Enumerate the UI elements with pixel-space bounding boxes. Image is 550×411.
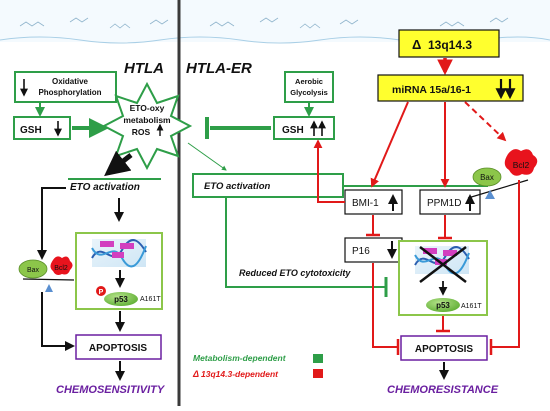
star-label-1: ETO-oxy	[130, 103, 165, 113]
reduced-cytotoxicity-label: Reduced ETO cytotoxicity	[239, 268, 351, 278]
bcl2-left-label: Bcl2	[54, 265, 68, 272]
p53-protein-icon	[426, 298, 460, 312]
legend: Metabolism-dependent Δ 13q14.3-dependent	[192, 353, 323, 379]
reduced-cytotoxicity-line	[225, 197, 385, 288]
p16-box: P16	[344, 237, 403, 263]
eto-to-bax-arrow	[37, 187, 66, 260]
mirna-label: miRNA 15a/16-1	[392, 84, 471, 96]
eto-metabolism-star: ETO-oxy metabolism ROS	[101, 81, 193, 171]
title-htla-er: HTLA-ER	[186, 60, 252, 77]
outcome-chemoresistance: CHEMORESISTANCE	[387, 384, 499, 396]
bax-right-label: Bax	[480, 173, 494, 182]
apoptosis-left-label: APOPTOSIS	[89, 343, 147, 354]
membrane-decoration	[0, 0, 550, 44]
p53-right-label: p53	[436, 301, 450, 310]
legend-metabolism-swatch	[313, 354, 323, 363]
gsh-left-box: GSH	[13, 116, 71, 140]
oxphos-label-2: Phosphorylation	[38, 88, 101, 97]
aerobic-label-2: Glycolysis	[290, 88, 328, 97]
bcl2-icon	[50, 256, 73, 275]
eto-activation-right-box: ETO activation	[192, 173, 344, 198]
bax-bcl2-left: Bax Bcl2	[18, 256, 75, 292]
bcl2-right-label: Bcl2	[513, 160, 530, 170]
star-to-eto-right-arrow	[187, 142, 227, 171]
balance-fulcrum-icon	[485, 190, 495, 199]
dna-helix-icon	[91, 239, 147, 259]
bax-bcl2-right: Bax Bcl2	[467, 149, 538, 199]
eto-activation-left: ETO activation	[70, 182, 140, 193]
bcl2-icon	[504, 149, 538, 176]
aerobic-box: Aerobic Glycolysis	[284, 71, 334, 103]
apoptosis-right-label: APOPTOSIS	[415, 344, 473, 355]
phospho-label: P	[99, 289, 104, 296]
legend-delta: Δ	[192, 369, 199, 379]
eto-activation-right-label: ETO activation	[204, 181, 271, 192]
legend-deletion-swatch	[313, 369, 323, 378]
balance-fulcrum-icon	[45, 284, 53, 292]
apoptosis-left-box: APOPTOSIS	[75, 334, 162, 360]
mirna-to-bmi1-arrow	[370, 101, 409, 188]
a161t-left-label: A161T	[140, 296, 161, 303]
outcome-chemosensitivity: CHEMOSENSITIVITY	[56, 384, 166, 396]
bmi1-to-gsh-arrow	[313, 139, 345, 203]
ppm1d-box: PPM1D	[419, 189, 481, 215]
bcl2-inhibits-apoptosis-line	[492, 180, 520, 348]
ppm1d-label: PPM1D	[427, 198, 461, 209]
deletion-box: Δ 13q14.3	[398, 29, 500, 58]
oxphos-box: Oxidative Phosphorylation	[14, 71, 117, 103]
p16-inhibits-apoptosis-line	[372, 263, 397, 348]
delta-symbol: Δ	[412, 37, 421, 52]
bax-left-label: Bax	[27, 267, 40, 274]
mirna-box: miRNA 15a/16-1	[377, 74, 524, 102]
gsh-right-box: GSH	[273, 116, 335, 140]
apoptosis-right-box: APOPTOSIS	[400, 335, 488, 361]
title-htla: HTLA	[124, 60, 164, 77]
gsh-right-label: GSH	[282, 125, 304, 136]
bax-to-apoptosis-arrow	[41, 292, 75, 351]
gsh-left-label: GSH	[20, 125, 42, 136]
star-to-eto-arrow	[104, 150, 133, 177]
legend-metabolism-label: Metabolism-dependent	[193, 353, 287, 363]
dna-p53-box-left: p53 P A161T	[75, 232, 163, 310]
dna-p53-box-right: p53 A161T	[398, 240, 488, 316]
mirna-to-bcl2-dashed-arrow	[464, 101, 507, 142]
star-label-3: ROS	[132, 127, 151, 137]
bmi1-box: BMI-1	[344, 189, 403, 215]
legend-deletion-label: 13q14.3-dependent	[201, 369, 279, 379]
a161t-right-label: A161T	[461, 303, 482, 310]
p16-label: P16	[352, 246, 370, 257]
aerobic-label-1: Aerobic	[295, 77, 323, 86]
bmi1-label: BMI-1	[352, 198, 379, 209]
phospho-icon	[96, 286, 106, 296]
deletion-label: 13q14.3	[428, 38, 472, 52]
p53-protein-icon	[104, 292, 138, 306]
oxphos-label-1: Oxidative	[52, 77, 89, 86]
star-label-2: metabolism	[123, 115, 171, 125]
p53-left-label: p53	[114, 295, 128, 304]
